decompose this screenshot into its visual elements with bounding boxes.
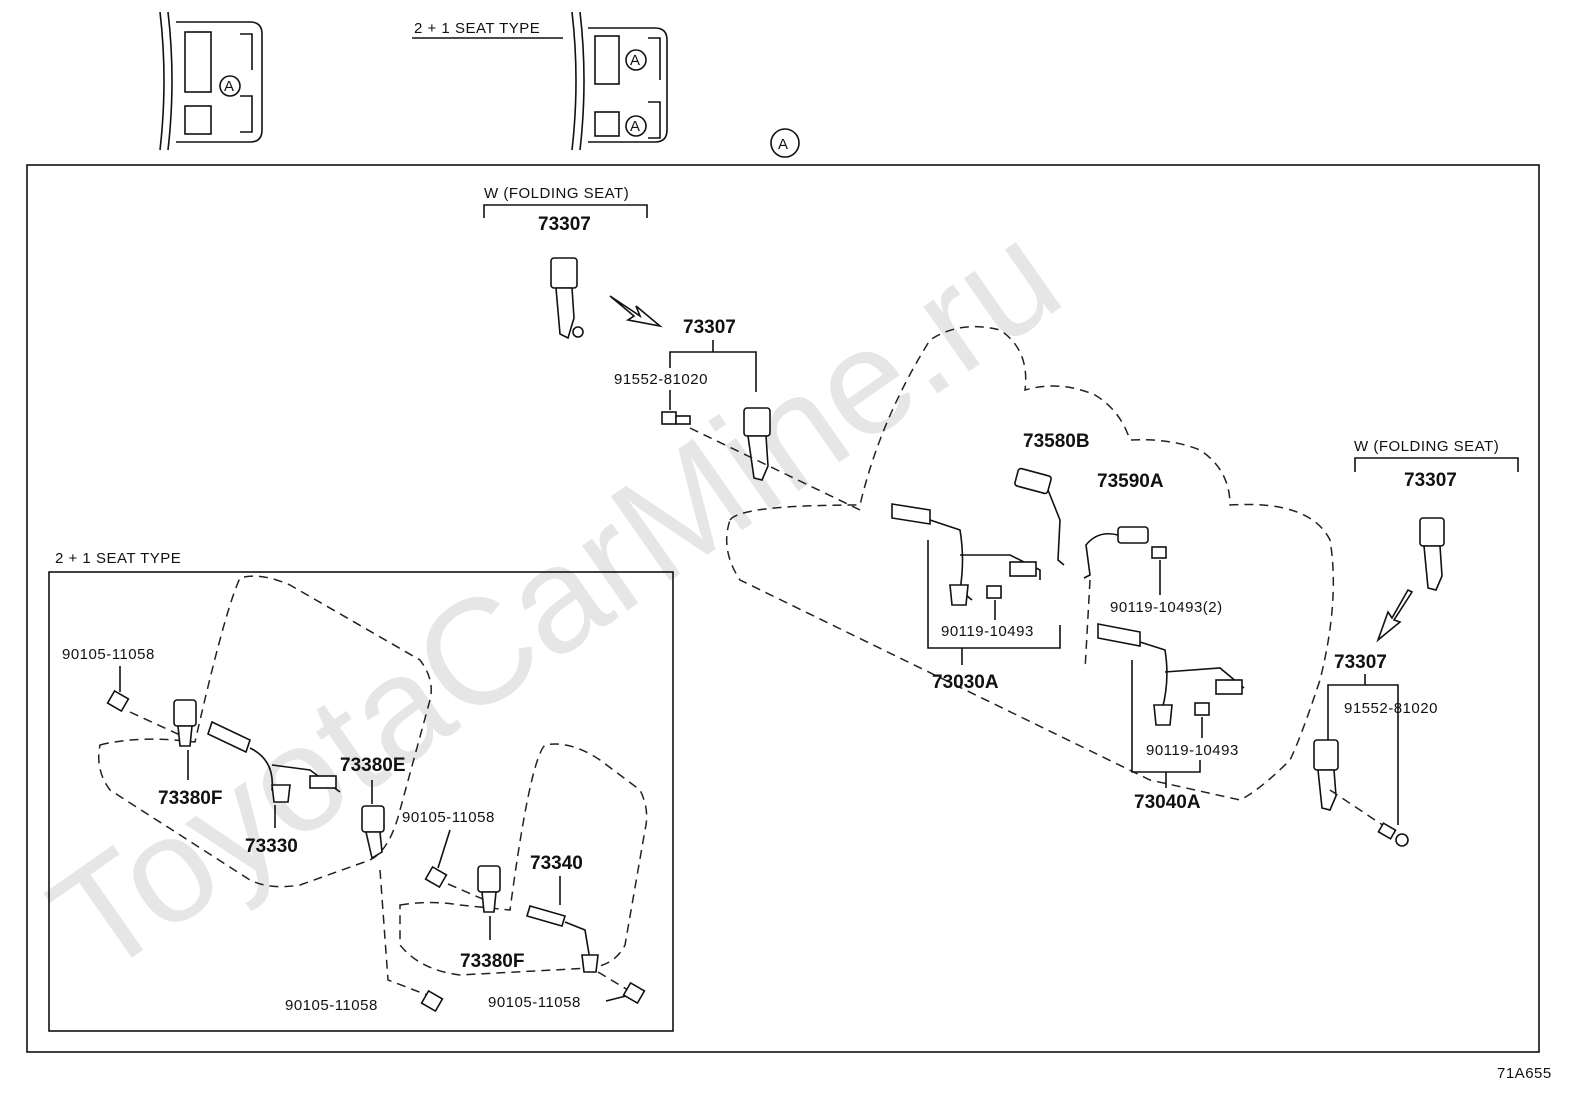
- bolt-icon: [106, 689, 130, 713]
- bolt-icon: [986, 585, 1002, 599]
- arrow-icon: [1376, 588, 1414, 643]
- buckle-icon: [1014, 467, 1065, 566]
- bolt-icon: [622, 981, 646, 1005]
- callout-a-thumb1: A: [224, 78, 234, 95]
- inset-bolt-br: 90105-11058: [488, 994, 581, 1011]
- part-73030a: 73030A: [932, 672, 999, 693]
- folding-right-caption: W (FOLDING SEAT): [1354, 438, 1499, 455]
- bolt-lower: 90119-10493: [1146, 742, 1239, 759]
- inset-bolt-bl: 90105-11058: [285, 997, 378, 1014]
- callout-a-thumb2: A: [630, 52, 640, 69]
- view-marker-label: A: [778, 136, 788, 153]
- buckle-icon: [550, 257, 584, 340]
- buckle-icon: [477, 865, 501, 913]
- callout-a-thumb3: A: [630, 118, 640, 135]
- left-buckle-part: 73307: [683, 317, 736, 338]
- inset-part-73330: 73330: [245, 836, 298, 857]
- main-frame: [26, 164, 1540, 1053]
- thumbnail-standard: A: [159, 11, 263, 151]
- inset-bolt-mid: 90105-11058: [402, 809, 495, 826]
- part-73040a: 73040A: [1134, 792, 1201, 813]
- bolt-icon: [1194, 702, 1210, 716]
- buckle-icon: [361, 805, 385, 860]
- thumbnail-2plus1: A A: [571, 11, 668, 151]
- retractor-belt-icon: [1097, 623, 1245, 726]
- view-marker-circle: [770, 128, 800, 158]
- bolt-icon: [1151, 546, 1167, 559]
- left-buckle-bolt: 91552-81020: [614, 371, 708, 388]
- buckle-icon: [173, 699, 197, 747]
- right-buckle-bolt: 91552-81020: [1344, 700, 1438, 717]
- bolt-icon: [661, 411, 691, 425]
- inset-frame: [48, 571, 674, 1032]
- bolt-mid: 90119-10493: [941, 623, 1034, 640]
- inset-part-73340: 73340: [530, 853, 583, 874]
- inset-part-73380f-a: 73380F: [158, 788, 222, 809]
- seat-type-label: 2 + 1 SEAT TYPE: [414, 20, 540, 37]
- diagram-code: 71A655: [1497, 1065, 1552, 1082]
- folding-left-caption: W (FOLDING SEAT): [484, 185, 629, 202]
- buckle-icon: [1419, 517, 1445, 591]
- inset-part-73380f-b: 73380F: [460, 951, 524, 972]
- inset-seat-outline: [98, 575, 432, 888]
- part-73590a: 73590A: [1097, 471, 1164, 492]
- inset-part-73380e: 73380E: [340, 755, 406, 776]
- folding-right-part: 73307: [1404, 470, 1457, 491]
- part-73580b: 73580B: [1023, 431, 1090, 452]
- bolt-upper: 90119-10493(2): [1110, 599, 1223, 616]
- arrow-icon: [609, 295, 663, 328]
- bolt-icon: [424, 865, 448, 889]
- buckle-icon: [743, 407, 771, 481]
- buckle-icon: [1313, 739, 1339, 811]
- buckle-icon: [1083, 526, 1149, 579]
- inset-title: 2 + 1 SEAT TYPE: [55, 550, 181, 567]
- inset-seat2-outline: [399, 743, 648, 976]
- retractor-belt-icon: [891, 503, 1041, 606]
- folding-left-part: 73307: [538, 214, 591, 235]
- retractor-belt-icon: [207, 720, 341, 803]
- bolt-icon: [420, 989, 444, 1013]
- right-buckle-part: 73307: [1334, 652, 1387, 673]
- belt-anchor-icon: [526, 905, 599, 973]
- bolt-icon: [1377, 822, 1409, 847]
- inset-bolt-tl: 90105-11058: [62, 646, 155, 663]
- seat-outline: [725, 325, 1335, 801]
